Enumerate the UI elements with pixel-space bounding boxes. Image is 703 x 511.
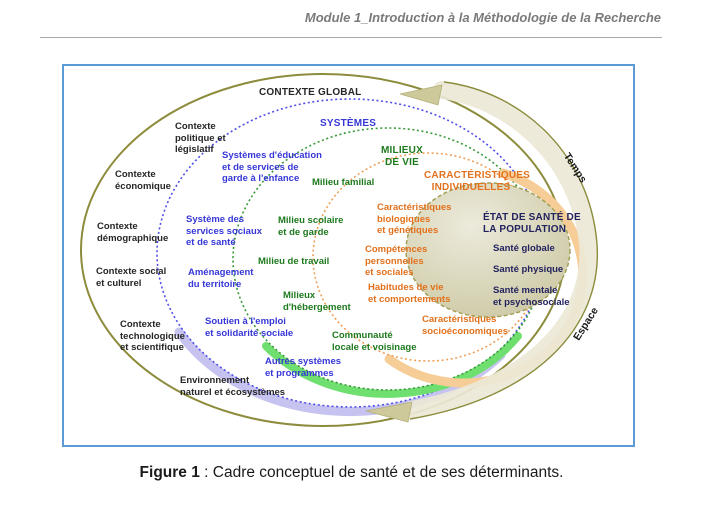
- ring-item-habitudes-de-vie: Habitudes de vie et comportements: [368, 282, 451, 305]
- diagram-frame: CONTEXTE GLOBAL Contexte politique et lé…: [62, 64, 635, 447]
- ring-item-systemes-education: Systèmes d'éducation et de services de g…: [222, 150, 322, 185]
- ring-item-environnement-naturel: Environnement naturel et écosystèmes: [180, 375, 286, 398]
- core-item-sante-mentale: Santé mentale et psychosociale: [493, 285, 570, 308]
- ring-item-communaute-locale: Communauté locale et voisinage: [332, 330, 417, 353]
- etat-de-sante-ellipse: [405, 182, 571, 318]
- core-item-sante-physique: Santé physique: [493, 264, 564, 275]
- ring-title-contexte-global: CONTEXTE GLOBAL: [259, 87, 362, 98]
- ring-item-contexte-economique: Contexte économique: [115, 169, 171, 192]
- ring-title-caracteristiques-individuelles: CARACTÉRISTIQUES INDIVIDUELLES: [424, 170, 530, 194]
- ring-item-contexte-demographique: Contexte démographique: [97, 221, 169, 244]
- core-title-etat-de-sante: ÉTAT DE SANTÉ DE LA POPULATION: [483, 212, 581, 236]
- ring-item-contexte-social: Contexte social et culturel: [96, 266, 167, 289]
- bottom-arrowhead-icon: [365, 401, 413, 423]
- ring-item-contexte-technologique: Contexte technologique et scientifique: [120, 319, 185, 354]
- figure-caption-text: : Cadre conceptuel de santé et de ses dé…: [199, 464, 564, 481]
- ring-item-milieu-familial: Milieu familial: [312, 177, 375, 188]
- top-arrowhead-icon: [399, 84, 443, 106]
- ring-title-systemes: SYSTÈMES: [320, 118, 377, 129]
- milieux-band: [262, 332, 522, 398]
- ring-item-contexte-politique: Contexte politique et législatif: [175, 121, 226, 156]
- ring-item-competences-personnelles: Compétences personnelles et sociales: [365, 244, 428, 279]
- ellipse-diagram-canvas: [80, 73, 599, 427]
- figure-caption-label: Figure 1: [139, 464, 200, 481]
- ring-item-services-sociaux: Système des services sociaux et de santé: [186, 214, 263, 249]
- ring-title-milieux-de-vie: MILIEUX DE VIE: [381, 145, 423, 169]
- ring-item-milieux-hebergement: Milieux d'hébergement: [283, 290, 351, 313]
- ring-item-milieu-travail: Milieu de travail: [258, 256, 330, 267]
- ring-item-caracteristiques-biologiques: Caractéristiques biologiques et génétiqu…: [377, 202, 452, 237]
- figure-caption: Figure 1 : Cadre conceptuel de santé et …: [0, 464, 703, 482]
- header-title: Module 1_Introduction à la Méthodologie …: [304, 10, 661, 25]
- core-item-sante-globale: Santé globale: [493, 243, 555, 254]
- ring-item-amenagement: Aménagement du territoire: [188, 267, 254, 290]
- ring-item-caracteristiques-socioeconomiques: Caractéristiques socioéconomiques: [422, 314, 509, 337]
- ribbon-outer-edge: [409, 81, 599, 420]
- ring-item-autres-systemes: Autres systèmes et programmes: [265, 356, 342, 379]
- header-divider: [40, 37, 662, 38]
- ring-item-soutien-emploi: Soutien à l'emploi et solidarité sociale: [205, 316, 294, 339]
- ring-item-milieu-scolaire: Milieu scolaire et de garde: [278, 215, 344, 238]
- time-space-ribbon: [403, 81, 598, 419]
